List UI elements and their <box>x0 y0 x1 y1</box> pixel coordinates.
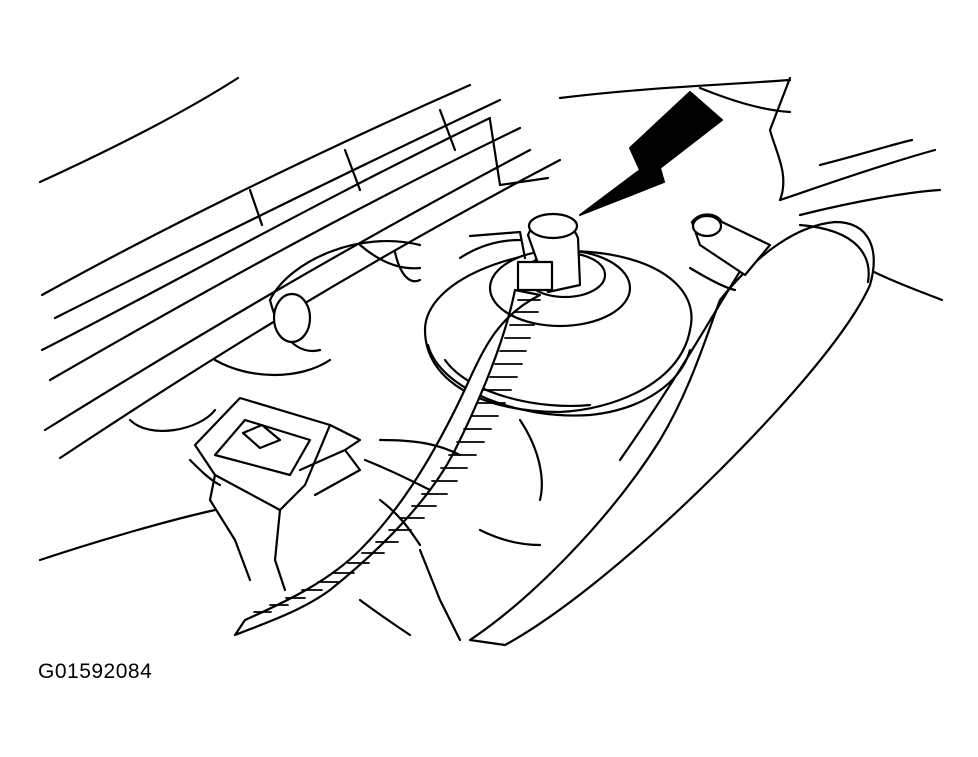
lower-body <box>38 418 543 642</box>
small-pipe <box>688 213 772 292</box>
indicator-arrow <box>579 91 723 216</box>
electrical-connector <box>188 396 362 592</box>
figure-code: G01592084 <box>38 660 153 683</box>
vacuum-hose <box>233 212 582 637</box>
upper-right-body <box>558 76 944 302</box>
mounting-plate <box>128 240 422 432</box>
